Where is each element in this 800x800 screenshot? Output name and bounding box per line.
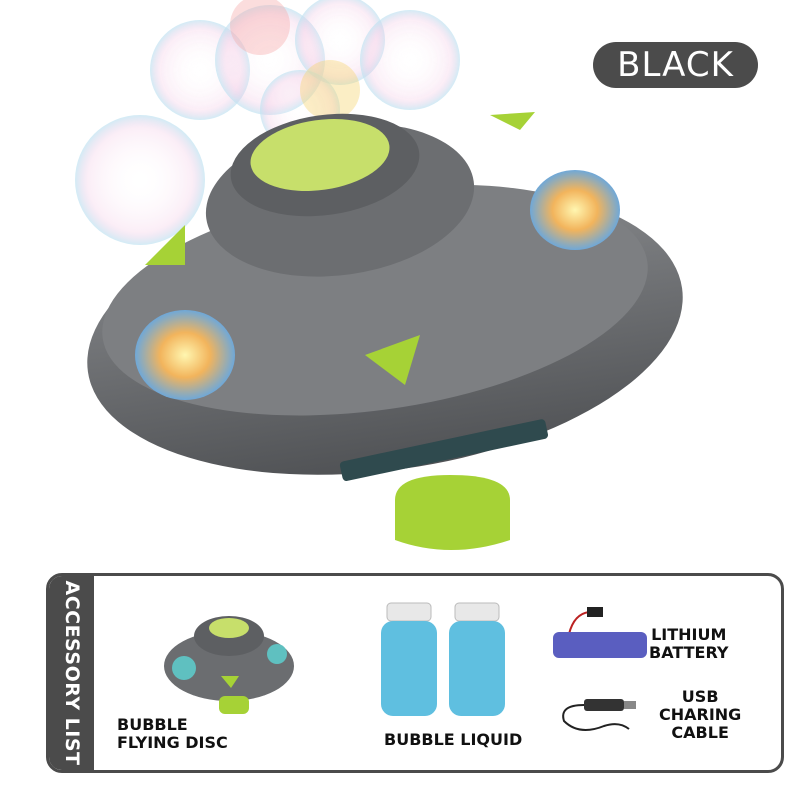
- battery-image: [553, 607, 647, 658]
- color-badge: BLACK: [593, 42, 758, 88]
- accessory-list-title: ACCESSORY LIST: [60, 580, 83, 766]
- ufo-bubble-toy-image: [75, 0, 683, 550]
- ufo-disc-image: [164, 616, 294, 714]
- green-base: [395, 475, 510, 550]
- accessory-list-label-strip: ACCESSORY LIST: [49, 576, 94, 770]
- item-label-liquid: BUBBLE LIQUID: [384, 730, 523, 749]
- usb-cable-image: [562, 699, 636, 731]
- light-left: [135, 310, 235, 400]
- green-triangle: [365, 335, 420, 385]
- bubble-outlet: [250, 118, 390, 192]
- led-strip: [339, 419, 549, 481]
- bubbles: [75, 0, 460, 245]
- bubble-bottle-image: [381, 602, 505, 716]
- light-right: [530, 170, 620, 250]
